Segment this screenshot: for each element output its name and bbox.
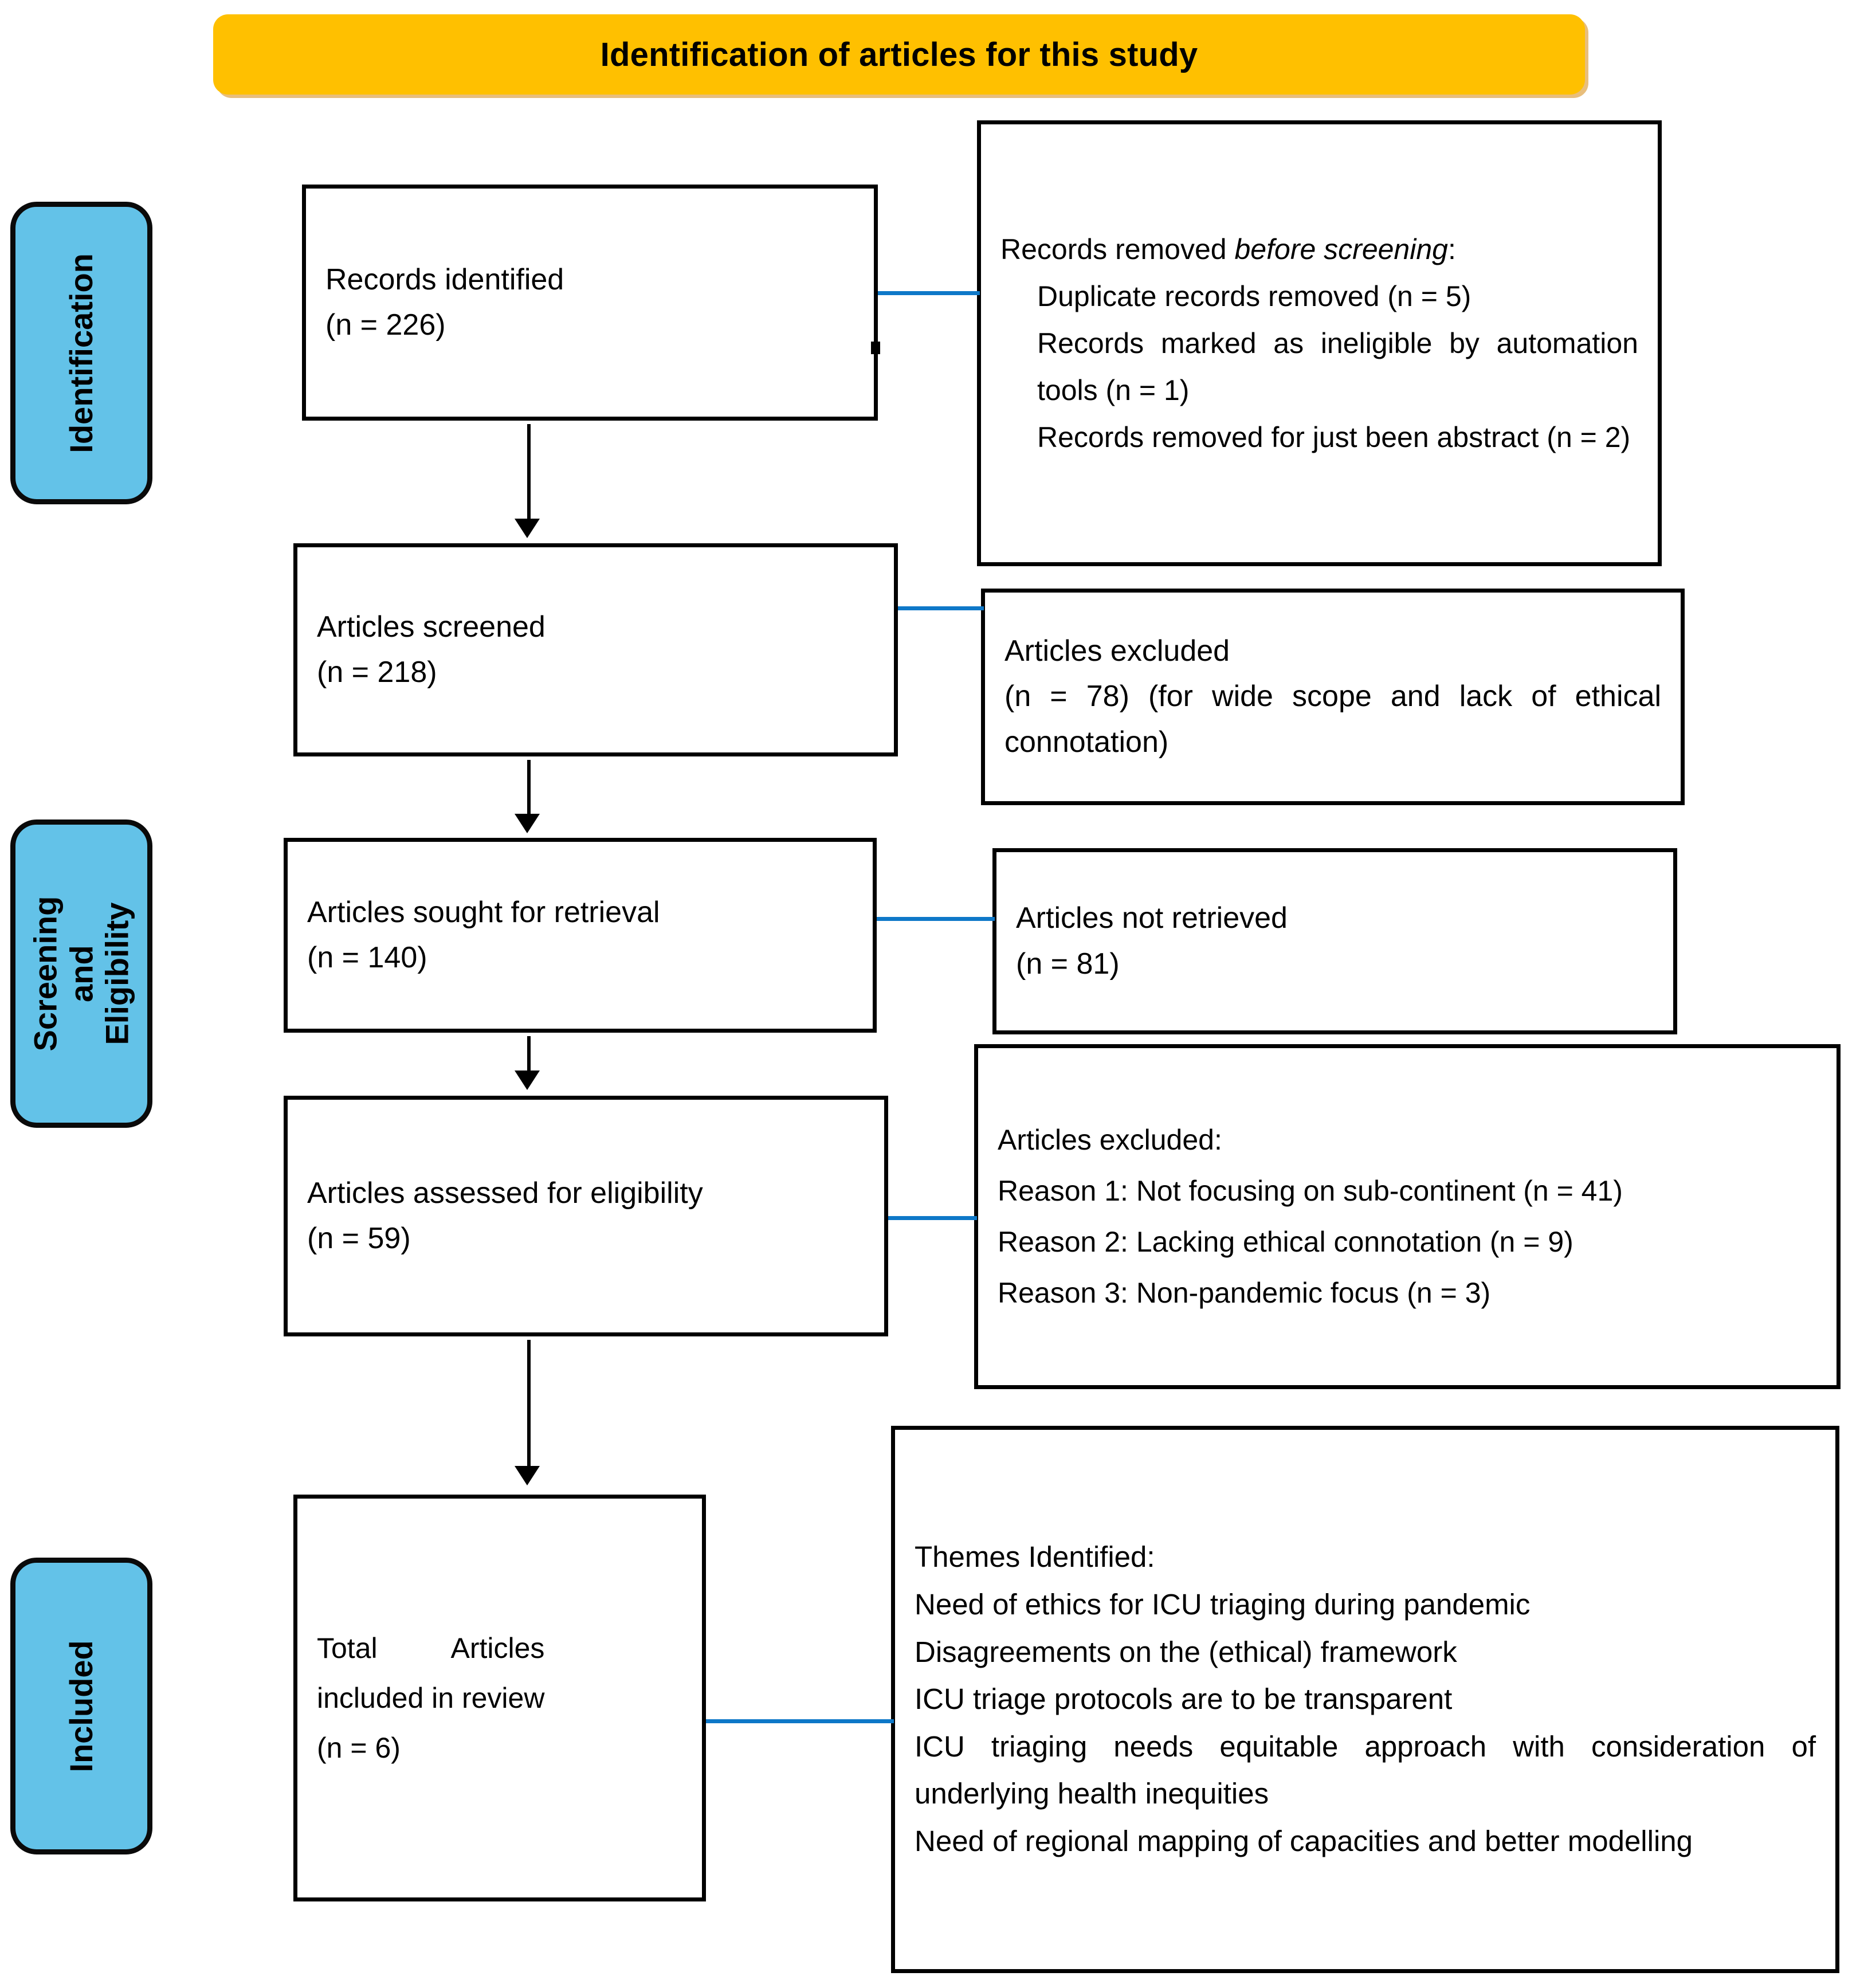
theme-item: Need of regional mapping of capacities a… xyxy=(915,1825,1693,1858)
box-articles-excluded-reasons: Articles excluded: Reason 1: Not focusin… xyxy=(974,1044,1841,1389)
theme-item: Disagreements on the (ethical) framework xyxy=(915,1635,1457,1668)
stage-label-included-text: Included xyxy=(62,1640,99,1773)
articles-excluded-detail: (n = 78) (for wide scope and lack of eth… xyxy=(1004,680,1661,759)
theme-item: ICU triaging needs equitable approach wi… xyxy=(915,1730,1816,1810)
records-removed-item: Records marked as ineligible by automati… xyxy=(1037,327,1638,406)
articles-not-retrieved-label: Articles not retrieved xyxy=(1016,901,1288,935)
box-themes-identified: Themes Identified: Need of ethics for IC… xyxy=(891,1426,1839,1973)
connector-identified-to-removed xyxy=(878,291,980,295)
stage-label-identification-text: Identification xyxy=(62,253,99,453)
total-included-sublabel: included in review xyxy=(317,1681,545,1714)
articles-sought-label: Articles sought for retrieval xyxy=(307,895,660,929)
articles-assessed-count: (n = 59) xyxy=(307,1222,411,1255)
theme-item: Need of ethics for ICU triaging during p… xyxy=(915,1587,1531,1621)
records-removed-heading: Records removed before screening: xyxy=(1000,233,1456,265)
stage-label-included: Included xyxy=(10,1558,152,1854)
stage-label-screening-eligibility-text: Screening and Eligibility xyxy=(26,896,135,1052)
box-total-articles-included: Total Articles included in review (n = 6… xyxy=(293,1495,706,1901)
box-articles-sought-for-retrieval: Articles sought for retrieval (n = 140) xyxy=(284,838,877,1033)
stage-label-identification: Identification xyxy=(10,202,152,504)
articles-assessed-label: Articles assessed for eligibility xyxy=(307,1176,703,1210)
diagram-title-banner: Identification of articles for this stud… xyxy=(213,14,1585,95)
arrowhead-icon xyxy=(515,1071,540,1090)
articles-screened-count: (n = 218) xyxy=(317,656,437,689)
flow-arrow-sought-to-assessed xyxy=(527,1036,531,1074)
box-articles-screened: Articles screened (n = 218) xyxy=(293,543,898,756)
connector-sought-to-not-retrieved xyxy=(877,917,995,921)
exclusion-reason: Reason 2: Lacking ethical connotation (n… xyxy=(998,1226,1573,1258)
flow-arrow-screened-to-sought xyxy=(527,760,531,817)
box-articles-not-retrieved: Articles not retrieved (n = 81) xyxy=(992,848,1677,1034)
articles-not-retrieved-count: (n = 81) xyxy=(1016,947,1120,981)
theme-item: ICU triage protocols are to be transpare… xyxy=(915,1683,1453,1716)
page-title: Identification of articles for this stud… xyxy=(600,36,1198,73)
stage-label-screening-eligibility: Screening and Eligibility xyxy=(10,819,152,1128)
connector-total-to-themes xyxy=(706,1719,894,1723)
records-removed-item: Duplicate records removed (n = 5) xyxy=(1037,280,1471,312)
records-identified-label: Records identified xyxy=(325,262,564,296)
flow-arrow-assessed-to-total xyxy=(527,1340,531,1469)
box-articles-excluded-screening: Articles excluded (n = 78) (for wide sco… xyxy=(981,589,1685,805)
connector-screened-to-excluded xyxy=(898,606,984,610)
connector-assessed-to-excluded-reasons xyxy=(888,1216,977,1220)
arrowhead-icon xyxy=(515,519,540,538)
articles-excluded-reasons-heading: Articles excluded: xyxy=(998,1124,1222,1156)
total-included-label: Total Articles xyxy=(317,1632,545,1664)
connector-tick-marker xyxy=(871,342,880,354)
exclusion-reason: Reason 3: Non-pandemic focus (n = 3) xyxy=(998,1277,1491,1309)
articles-screened-label: Articles screened xyxy=(317,610,546,644)
arrowhead-icon xyxy=(515,1466,540,1485)
total-included-count: (n = 6) xyxy=(317,1731,401,1764)
records-identified-count: (n = 226) xyxy=(325,308,446,342)
records-removed-item: Records removed for just been abstract (… xyxy=(1037,421,1631,453)
exclusion-reason: Reason 1: Not focusing on sub-continent … xyxy=(998,1175,1623,1207)
box-records-identified: Records identified (n = 226) xyxy=(302,185,878,421)
themes-heading: Themes Identified: xyxy=(915,1540,1155,1574)
arrowhead-icon xyxy=(515,814,540,833)
box-articles-assessed-for-eligibility: Articles assessed for eligibility (n = 5… xyxy=(284,1096,888,1336)
articles-excluded-label: Articles excluded xyxy=(1004,634,1230,668)
articles-sought-count: (n = 140) xyxy=(307,941,427,974)
flow-arrow-identified-to-screened xyxy=(527,424,531,521)
box-records-removed-before-screening: Records removed before screening: Duplic… xyxy=(977,120,1662,566)
